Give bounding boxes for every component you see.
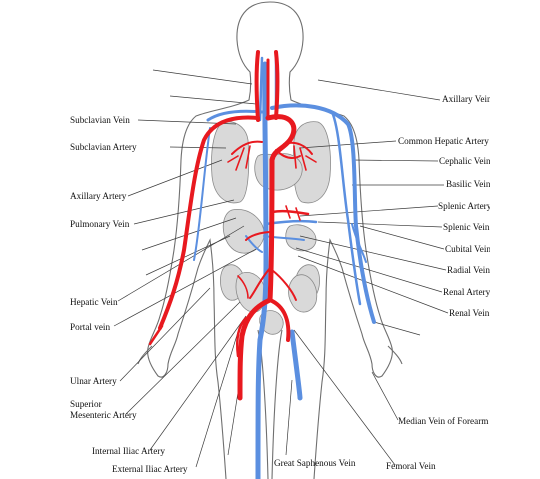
label-femoral-vein: Femoral Vein [386,461,436,471]
aorta [267,157,275,303]
label-median-vein-of-forearm: Median Vein of Forearm [398,417,489,426]
label-cubital-vein: Cubital Vein [445,245,490,254]
lung-right [292,121,331,204]
label-renal-vein: Renal Vein [449,309,490,318]
label-splenic-vein: Splenic Vein [443,223,490,232]
label-portal-vein: Portal vein [70,322,111,332]
iliac-artery-left [237,297,273,401]
axillary-basilic-vein [270,103,376,324]
label-pulmonary-vein: Pulmonary Vein [70,219,130,229]
label-common-hepatic-artery: Common Hepatic Artery [398,137,489,146]
lung-left [211,121,250,204]
label-subclavian-artery: Subclavian Artery [70,142,137,152]
label-axillary-artery: Axillary Artery [70,191,127,201]
label-renal-artery: Renal Artery [443,288,490,297]
label-superior: Superior [70,399,102,409]
label-internal-iliac-artery: Internal Iliac Artery [92,446,165,456]
label-ulnar-artery: Ulnar Artery [70,376,117,386]
arteries [148,50,317,401]
label-radial-vein: Radial Vein [447,266,490,275]
label-great-saphenous-vein: Great Saphenous Vein [274,458,356,468]
subclavian-axillary-artery [158,115,260,330]
label-hepatic-vein: Hepatic Vein [70,297,118,307]
splenic-artery [270,209,310,216]
label-external-iliac-artery: External Iliac Artery [112,465,188,474]
label-basilic-vein: Basilic Vein [446,180,490,189]
stomach [285,224,317,252]
aortic-arch [265,114,297,163]
cephalic-vein [330,110,362,306]
vena-cava [257,61,269,343]
liver [222,208,265,254]
label-splenic-artery: Splenic Artery [438,202,490,211]
femoral-vein [289,329,303,401]
label-mesenteric-artery: Mesenteric Artery [70,410,137,420]
leader-lines [113,69,449,468]
label-axillary-vein: Axillary Vein [442,95,490,104]
label-cephalic-vein: Cephalic Vein [439,157,490,166]
label-subclavian-vein: Subclavian Vein [70,115,130,125]
